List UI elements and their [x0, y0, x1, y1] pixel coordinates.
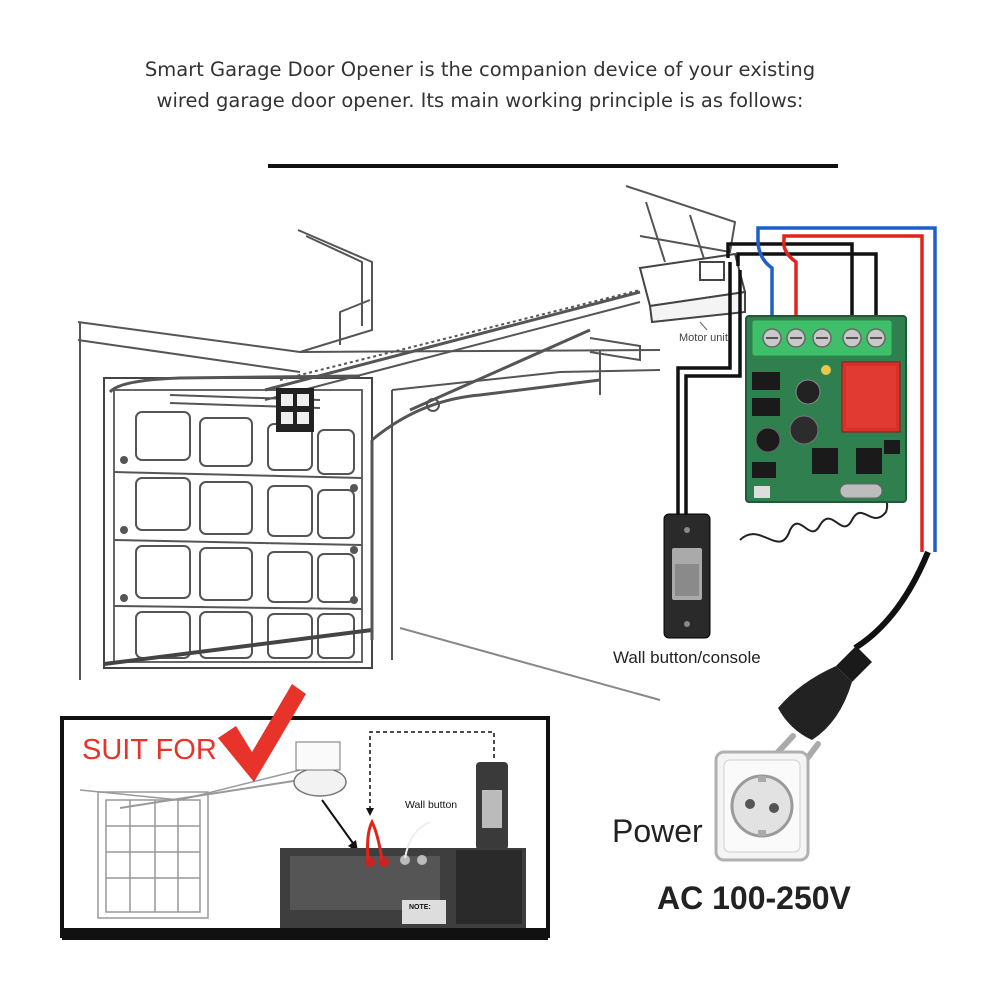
- motor-unit-label: Motor unit: [679, 332, 728, 344]
- relay-module-icon: [745, 315, 907, 503]
- voltage-label: AC 100-250V: [657, 880, 851, 916]
- power-cable: [853, 550, 931, 651]
- wall-button-icon: [663, 513, 711, 639]
- checkmark-icon: [218, 684, 306, 782]
- wall-button-console-label: Wall button/console: [613, 648, 761, 667]
- black-wire-terminal-5: [736, 252, 878, 330]
- wall-socket-icon: [714, 750, 810, 862]
- intro-line-1: Smart Garage Door Opener is the companio…: [144, 58, 816, 81]
- wall-button-label: Wall button: [405, 799, 458, 811]
- garage-door-drawing: [77, 185, 737, 701]
- black-wire-terminal-4: [726, 242, 854, 330]
- black-wire-to-button-2: [676, 262, 732, 514]
- antenna-coil: [739, 495, 889, 543]
- power-plug-icon: [775, 646, 872, 763]
- motor-unit-icon: [638, 252, 747, 324]
- intro-text: Smart Garage Door Opener is the companio…: [100, 54, 860, 116]
- blue-wire: [756, 226, 937, 552]
- black-wire-to-button-1: [684, 270, 742, 514]
- power-label: Power: [612, 813, 703, 849]
- note-plate-label: NOTE:: [409, 904, 431, 911]
- red-wire: [782, 234, 924, 552]
- intro-line-2: wired garage door opener. Its main worki…: [156, 89, 804, 112]
- suit-for-panel: [60, 684, 550, 940]
- wires: [676, 226, 937, 651]
- suit-for-label: SUIT FOR: [82, 734, 217, 766]
- door-trolley: [276, 388, 314, 432]
